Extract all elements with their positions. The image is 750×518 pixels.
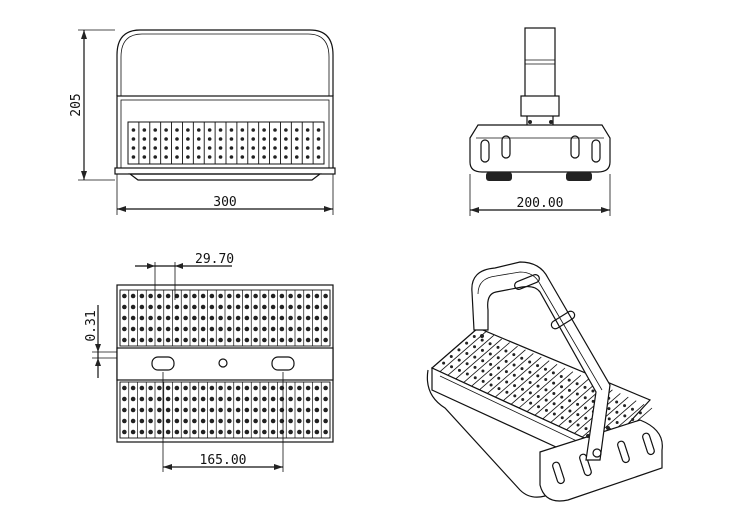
top-view: 29.70 0.31 165.00 — [84, 252, 334, 472]
top-slot-left — [151, 356, 175, 371]
side-view: 200.00 — [469, 27, 611, 216]
front-width-label: 300 — [213, 195, 236, 210]
top-offset-label: 0.31 — [84, 310, 99, 341]
isometric-view — [426, 261, 663, 502]
iso-end-plate — [539, 419, 663, 502]
top-pitch-label: 29.70 — [195, 252, 234, 267]
front-view: 205 300 — [69, 29, 336, 215]
front-height-label: 205 — [69, 93, 84, 116]
side-body — [469, 124, 611, 173]
top-bracket-band — [116, 347, 334, 381]
iso-bracket — [471, 261, 611, 461]
side-width-label: 200.00 — [517, 196, 564, 211]
front-housing — [116, 95, 334, 173]
side-arm — [524, 27, 556, 109]
top-slot-right — [271, 356, 295, 371]
front-fin-grid — [127, 121, 325, 165]
top-slot-spacing-label: 165.00 — [200, 453, 247, 468]
front-bracket — [116, 29, 334, 96]
